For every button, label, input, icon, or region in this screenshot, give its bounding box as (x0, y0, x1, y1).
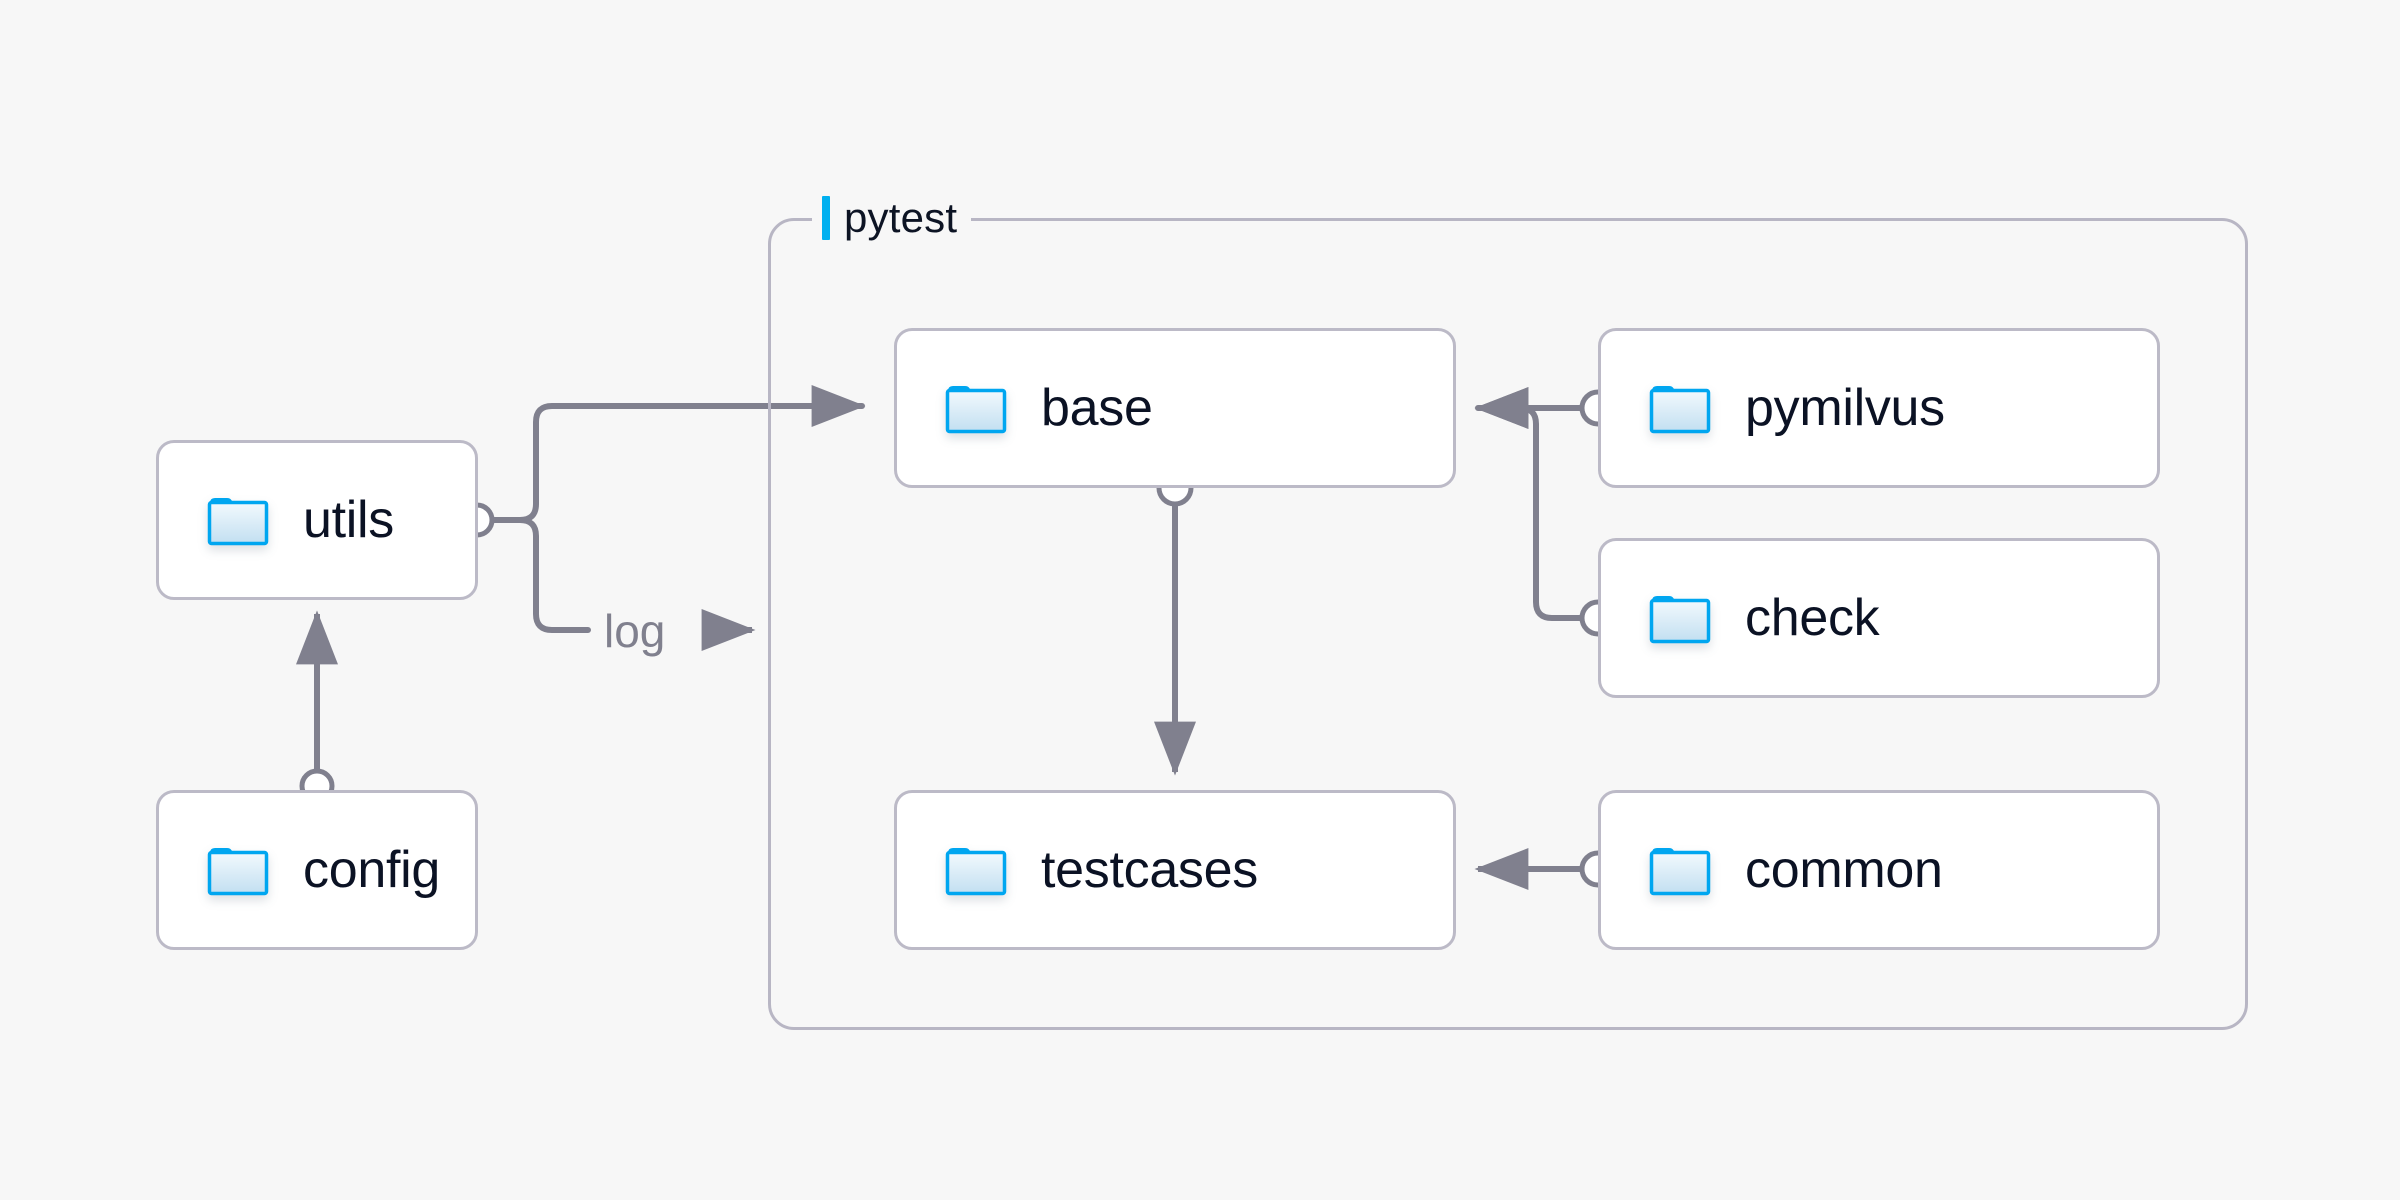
folder-icon (945, 844, 1007, 896)
node-label: pymilvus (1745, 379, 1945, 437)
node-pymilvus[interactable]: pymilvus (1598, 328, 2160, 488)
node-label: testcases (1041, 841, 1258, 899)
folder-icon (1649, 382, 1711, 434)
group-label-pytest: pytest (812, 190, 972, 246)
edge-label-log: log (604, 605, 666, 657)
folder-icon (1649, 844, 1711, 896)
folder-icon (207, 494, 269, 546)
node-label: config (303, 841, 440, 899)
group-container-pytest (768, 218, 2248, 1030)
accent-bar-icon (822, 196, 830, 240)
group-title: pytest (844, 194, 958, 241)
folder-icon (945, 382, 1007, 434)
node-label: base (1041, 379, 1153, 437)
node-testcases[interactable]: testcases (894, 790, 1456, 950)
node-check[interactable]: check (1598, 538, 2160, 698)
node-base[interactable]: base (894, 328, 1456, 488)
node-config[interactable]: config (156, 790, 478, 950)
folder-icon (207, 844, 269, 896)
node-label: check (1745, 589, 1880, 647)
node-common[interactable]: common (1598, 790, 2160, 950)
node-label: common (1745, 841, 1943, 899)
node-utils[interactable]: utils (156, 440, 478, 600)
node-label: utils (303, 491, 394, 549)
folder-icon (1649, 592, 1711, 644)
